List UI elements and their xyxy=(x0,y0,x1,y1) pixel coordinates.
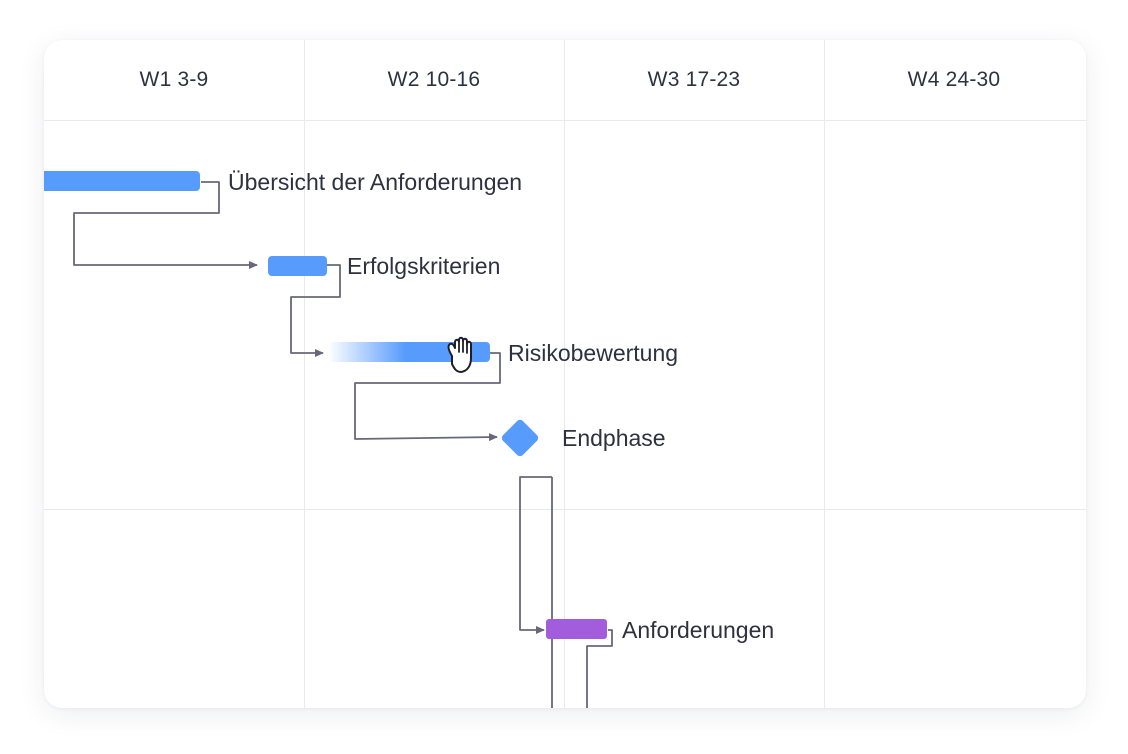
grid-line-w1-w2 xyxy=(304,40,305,708)
dependency-line xyxy=(586,629,613,708)
grid-line-w3-w4 xyxy=(824,40,825,708)
week-column-header[interactable]: W2 10-16 xyxy=(387,68,481,91)
dependency-arrow xyxy=(73,181,258,269)
week-column-header[interactable]: W3 17-23 xyxy=(647,68,741,91)
dependency-arrow xyxy=(519,476,552,634)
task-label[interactable]: Anforderungen xyxy=(622,617,775,643)
dependency-connectors xyxy=(73,181,613,708)
task-bar[interactable] xyxy=(44,171,200,191)
timeline-header: W1 3-9 W2 10-16 W3 17-23 W4 24-30 xyxy=(44,40,1086,121)
week-column-header[interactable]: W1 3-9 xyxy=(139,68,209,91)
dependency-arrow xyxy=(290,264,341,357)
grab-hand-icon xyxy=(447,336,472,373)
task-label[interactable]: Übersicht der Anforderungen xyxy=(228,169,523,195)
week-column-header[interactable]: W4 24-30 xyxy=(907,68,1001,91)
gantt-chart: W1 3-9 W2 10-16 W3 17-23 W4 24-30 Übersi… xyxy=(44,40,1086,708)
task-label[interactable]: Risikobewertung xyxy=(508,340,679,366)
dependency-arrow xyxy=(354,352,501,442)
task-bar[interactable] xyxy=(546,619,607,639)
task-bar[interactable] xyxy=(268,256,327,276)
group-divider xyxy=(44,509,1086,510)
grid-line-w2-w3 xyxy=(564,40,565,708)
task-label[interactable]: Erfolgskriterien xyxy=(347,253,501,279)
milestone-label[interactable]: Endphase xyxy=(562,425,666,451)
